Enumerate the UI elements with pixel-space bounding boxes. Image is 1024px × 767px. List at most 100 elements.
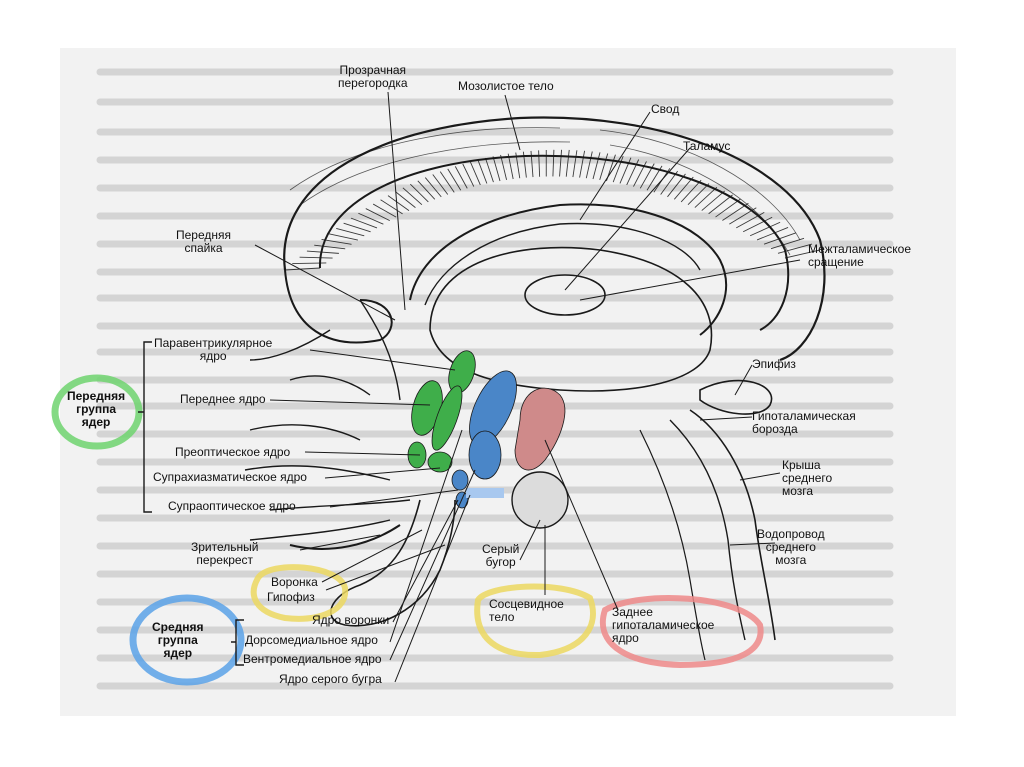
label-anterior-nucleus: Переднее ядро: [180, 392, 266, 406]
label-suprachiasmatic: Супрахиазматическое ядро: [153, 470, 307, 484]
callosum-stripe: [729, 207, 757, 225]
callosum-stripe: [485, 157, 494, 183]
epiphysis-shape: [699, 379, 773, 415]
label-infundibulum: Воронка: [271, 575, 318, 589]
callosum-stripe: [565, 149, 570, 177]
callosum-stripe: [432, 174, 449, 195]
callosum-stripe: [500, 154, 508, 181]
callosum-stripe: [321, 238, 352, 245]
callosum-stripe: [667, 173, 686, 198]
callosum-stripe: [469, 161, 481, 186]
anterior-group-bracket: [138, 341, 152, 513]
callosum-stripe: [402, 187, 423, 206]
callosum-stripe: [552, 149, 555, 177]
label-anterior-group: Передняя группа ядер: [67, 389, 126, 429]
callosum-stripe: [439, 171, 455, 193]
callosum-stripe: [639, 163, 655, 189]
callosum-stripe: [358, 212, 384, 225]
callosum-stripe: [284, 267, 321, 271]
callosum-stripe: [454, 166, 468, 189]
callosum-stripe: [417, 180, 436, 200]
callosum-stripe: [736, 212, 765, 229]
callosum-stripe: [633, 161, 647, 187]
label-ventromedial: Вентромедиальное ядро: [243, 652, 382, 666]
label-paraventricular: Паравентрикулярное ядро: [154, 336, 273, 363]
callosum-stripe: [424, 177, 442, 198]
posterior-hypothalamic-nucleus-shape: [514, 387, 566, 471]
callosum-stripe: [328, 233, 358, 241]
middle-group-bracket: [231, 619, 244, 666]
label-preoptic: Преоптическое ядро: [175, 445, 291, 459]
callosum-stripe: [715, 198, 741, 218]
callosum-stripe: [380, 199, 403, 215]
callosum-stripe: [756, 227, 789, 241]
callosum-stripe: [694, 186, 718, 208]
label-tuber-cinereum: Серый бугор: [482, 542, 520, 569]
callosum-stripe: [462, 163, 475, 187]
callosum-stripe: [749, 221, 781, 237]
fornix-shape: [409, 203, 728, 336]
label-tuberal-nucleus: Ядро серого бугра: [279, 672, 382, 686]
callosum-stripe: [299, 256, 333, 259]
mammillary-body-shape: [511, 471, 569, 529]
callosum-stripe: [365, 208, 390, 222]
callosum-stripe: [292, 262, 327, 264]
callosum-stripe: [673, 176, 694, 200]
callosum-stripe: [680, 179, 702, 203]
callosum-stripe: [336, 227, 365, 237]
callosum-stripe: [599, 153, 609, 181]
label-middle-group: Средняя группа ядер: [152, 620, 204, 660]
callosum-stripe: [687, 183, 710, 205]
callosum-stripe: [477, 159, 488, 184]
label-aqueduct: Водопровод среднего мозга: [757, 527, 825, 567]
callosum-stripe: [646, 165, 663, 191]
label-mammillary-body: Сосцевидное тело: [489, 597, 564, 624]
label-optic-chiasm: Зрительный перекрест: [191, 540, 259, 567]
label-anterior-commissure: Передняя спайка: [176, 228, 232, 255]
leader-lines: [254, 91, 801, 683]
callosum-stripe: [306, 250, 339, 254]
infundibulum-highlight-icon: [250, 564, 349, 622]
midbrain-tectum-shape: [689, 409, 776, 641]
callosum-stripe: [522, 151, 527, 178]
label-posterior-hypothalamic: Заднее гипоталамическое ядро: [612, 605, 715, 645]
label-dorsomedial: Дорсомедиальное ядро: [245, 633, 378, 647]
corpus-callosum-shape: [283, 116, 826, 362]
callosum-stripe: [492, 156, 501, 182]
callosum-stripe: [507, 153, 514, 180]
callosum-stripe: [579, 150, 586, 178]
middle-group-nuclei: [451, 370, 517, 509]
label-hypophysis: Гипофиз: [267, 590, 315, 604]
callosum-stripe: [572, 150, 578, 178]
mammillary-highlight-icon: [474, 583, 596, 659]
posterior-nucleus-highlight-icon: [599, 595, 764, 669]
callosum-stripe: [592, 152, 601, 180]
callosum-stripe: [763, 232, 797, 245]
corpus-callosum-stripes: [284, 149, 821, 271]
anterior-group-nuclei: [407, 350, 476, 473]
label-tectum: Крыша среднего мозга: [782, 458, 833, 498]
label-interthalamic-adhesion: Межталамическое сращение: [808, 242, 912, 269]
label-septum: Прозрачная перегородка: [338, 63, 408, 90]
callosum-stripe: [559, 149, 563, 177]
callosum-stripe: [530, 150, 534, 178]
callosum-stripe: [742, 216, 773, 233]
callosum-stripe: [343, 222, 371, 233]
callosum-stripe: [410, 183, 429, 203]
label-infundibular-nucleus: Ядро воронки: [312, 613, 390, 627]
label-thalamus: Таламус: [683, 139, 731, 153]
label-corpus-callosum: Мозолистое тело: [458, 79, 554, 93]
callosum-stripe: [515, 152, 521, 179]
callosum-stripe: [395, 191, 416, 208]
callosum-stripe: [314, 244, 346, 250]
callosum-stripe: [701, 190, 726, 211]
callosum-stripe: [708, 194, 733, 215]
callosum-stripe: [619, 157, 632, 184]
callosum-stripe: [350, 217, 378, 229]
callosum-stripe: [387, 195, 410, 212]
callosum-stripe: [626, 159, 640, 186]
optic-chiasm-shape: [289, 524, 401, 550]
callosum-stripe: [784, 249, 821, 259]
anterior-region-lines: [244, 299, 411, 541]
callosum-stripe: [585, 151, 593, 179]
